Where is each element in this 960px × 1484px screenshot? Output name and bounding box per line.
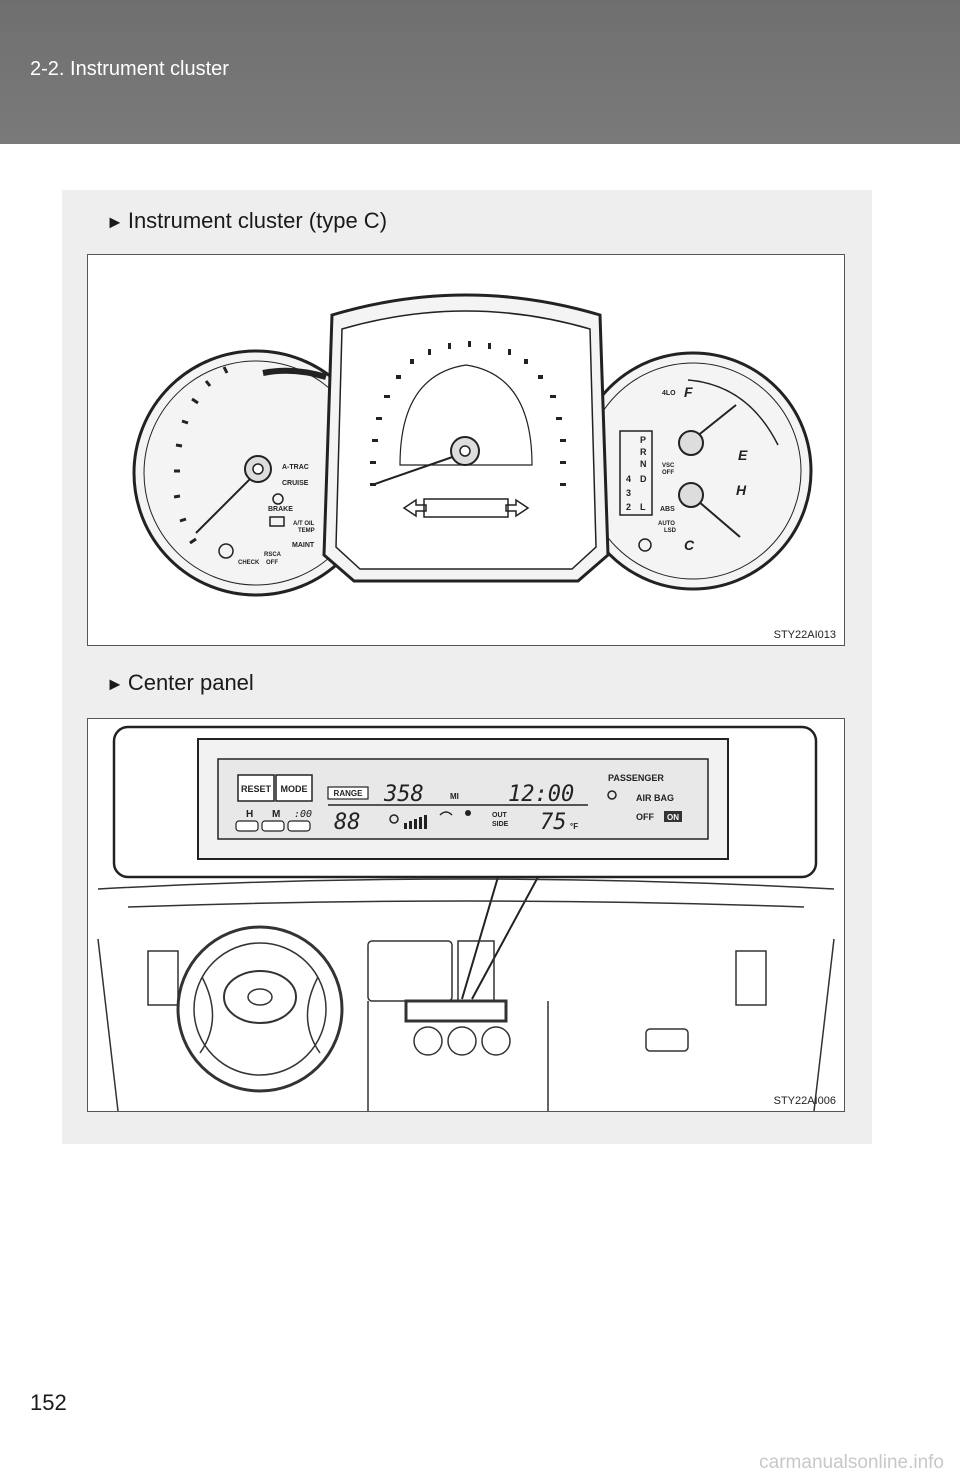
gear-n: N bbox=[640, 459, 647, 469]
temp-cold-mark: C bbox=[684, 537, 695, 553]
indicator-lamp-icon bbox=[638, 538, 652, 552]
zero-button[interactable] bbox=[287, 820, 311, 832]
gear-3: 3 bbox=[626, 488, 631, 498]
mode-label: MODE bbox=[281, 784, 308, 794]
cruise-label: CRUISE bbox=[282, 480, 309, 487]
heading-text: Center panel bbox=[127, 670, 254, 695]
figure-code: STY22AI006 bbox=[773, 1095, 836, 1107]
center-panel-illustration: RESET MODE H M :00 RANGE 358 MI 12:00 88 bbox=[97, 725, 835, 1111]
right-turn-signal-icon bbox=[505, 498, 530, 518]
at-oil-label: A/T OIL bbox=[293, 521, 315, 527]
reset-label: RESET bbox=[241, 784, 272, 794]
instrument-cluster-illustration: A-TRAC CRUISE BRAKE A/T OIL TEMP MAINT C… bbox=[132, 293, 813, 597]
brake-warning-icon bbox=[272, 493, 284, 505]
fuel-full-mark: F bbox=[684, 384, 693, 400]
mode-button[interactable] bbox=[275, 774, 313, 802]
temp-hot-mark: H bbox=[736, 482, 747, 498]
check-engine-label: CHECK bbox=[238, 560, 260, 566]
gear-l: L bbox=[640, 502, 646, 512]
range-label: RANGE bbox=[334, 789, 364, 798]
maint-label: MAINT bbox=[292, 542, 315, 549]
airbag-label: AIR BAG bbox=[636, 793, 674, 803]
gear-4: 4 bbox=[626, 474, 631, 484]
callout-pointer bbox=[461, 876, 539, 1000]
battery-icon bbox=[269, 516, 285, 527]
hour-button[interactable] bbox=[235, 820, 259, 832]
speedometer-gauge bbox=[322, 293, 610, 583]
rsca-off-label: OFF bbox=[266, 560, 278, 566]
outside-label-1: OUT bbox=[492, 812, 508, 819]
vsc-label: VSC bbox=[662, 463, 675, 469]
gear-indicator-frame bbox=[619, 430, 653, 516]
rsca-label: RSCA bbox=[264, 552, 282, 558]
range-value: 358 bbox=[383, 782, 424, 807]
outside-temp: 75 bbox=[540, 810, 567, 835]
triangle-marker-icon: ► bbox=[106, 212, 124, 232]
off-label: OFF bbox=[636, 812, 654, 822]
figure-code: STY22AI013 bbox=[773, 629, 836, 641]
on-badge bbox=[664, 811, 682, 822]
minute-button[interactable] bbox=[261, 820, 285, 832]
lsd-label: LSD bbox=[664, 528, 677, 534]
clock-display: 12:00 bbox=[508, 782, 574, 807]
brake-label: BRAKE bbox=[268, 506, 293, 513]
content-panel: ►Instrument cluster (type C) A-TRAC bbox=[62, 190, 872, 1144]
heading-instrument-cluster: ►Instrument cluster (type C) bbox=[106, 208, 387, 234]
heading-text: Instrument cluster (type C) bbox=[127, 208, 388, 233]
airflow-icon bbox=[465, 810, 471, 816]
secondary-display: 88 bbox=[334, 810, 361, 835]
vsc-off-label: OFF bbox=[662, 470, 674, 476]
triangle-marker-icon: ► bbox=[106, 674, 124, 694]
fan-speed-bars bbox=[404, 815, 427, 829]
fuel-empty-mark: E bbox=[738, 447, 748, 463]
fuel-temp-gauge: F E H C 4LO VSC OFF ABS AUTO LSD P R N D… bbox=[573, 351, 813, 591]
outside-label-2: SIDE bbox=[492, 821, 509, 828]
left-turn-signal-icon bbox=[402, 498, 427, 518]
hour-label: H bbox=[246, 809, 253, 820]
watermark: carmanualsonline.info bbox=[759, 1452, 944, 1473]
page-header: 2-2. Instrument cluster bbox=[0, 0, 960, 144]
figure-center-panel: RESET MODE H M :00 RANGE 358 MI 12:00 88 bbox=[87, 718, 845, 1112]
gear-2: 2 bbox=[626, 502, 631, 512]
on-label: ON bbox=[667, 813, 679, 822]
tire-pressure-icon bbox=[218, 543, 234, 559]
defrost-icon bbox=[439, 811, 453, 816]
4lo-label: 4LO bbox=[662, 390, 676, 397]
a-trac-label: A-TRAC bbox=[282, 464, 309, 471]
tachometer-gauge: A-TRAC CRUISE BRAKE A/T OIL TEMP MAINT C… bbox=[132, 349, 380, 597]
abs-label: ABS bbox=[660, 506, 675, 513]
figure-instrument-cluster: A-TRAC CRUISE BRAKE A/T OIL TEMP MAINT C… bbox=[87, 254, 845, 646]
reset-button[interactable] bbox=[237, 774, 275, 802]
odometer-display bbox=[423, 498, 509, 518]
passenger-label: PASSENGER bbox=[608, 773, 664, 783]
range-badge bbox=[327, 786, 369, 800]
minute-label: M bbox=[272, 809, 280, 820]
temp-unit: °F bbox=[570, 822, 578, 831]
fan-icon bbox=[389, 814, 399, 824]
dashboard-illustration bbox=[97, 878, 835, 1111]
auto-label: AUTO bbox=[658, 521, 675, 527]
range-unit: MI bbox=[450, 792, 459, 801]
section-title: 2-2. Instrument cluster bbox=[30, 58, 229, 80]
gear-p: P bbox=[640, 435, 646, 445]
gear-d: D bbox=[640, 474, 647, 484]
colon-zero-label: :00 bbox=[294, 809, 312, 820]
seated-passenger-icon bbox=[607, 790, 617, 800]
gear-r: R bbox=[640, 447, 647, 457]
page-number: 152 bbox=[30, 1390, 67, 1415]
heading-center-panel: ►Center panel bbox=[106, 670, 254, 696]
temp-label: TEMP bbox=[298, 528, 315, 534]
